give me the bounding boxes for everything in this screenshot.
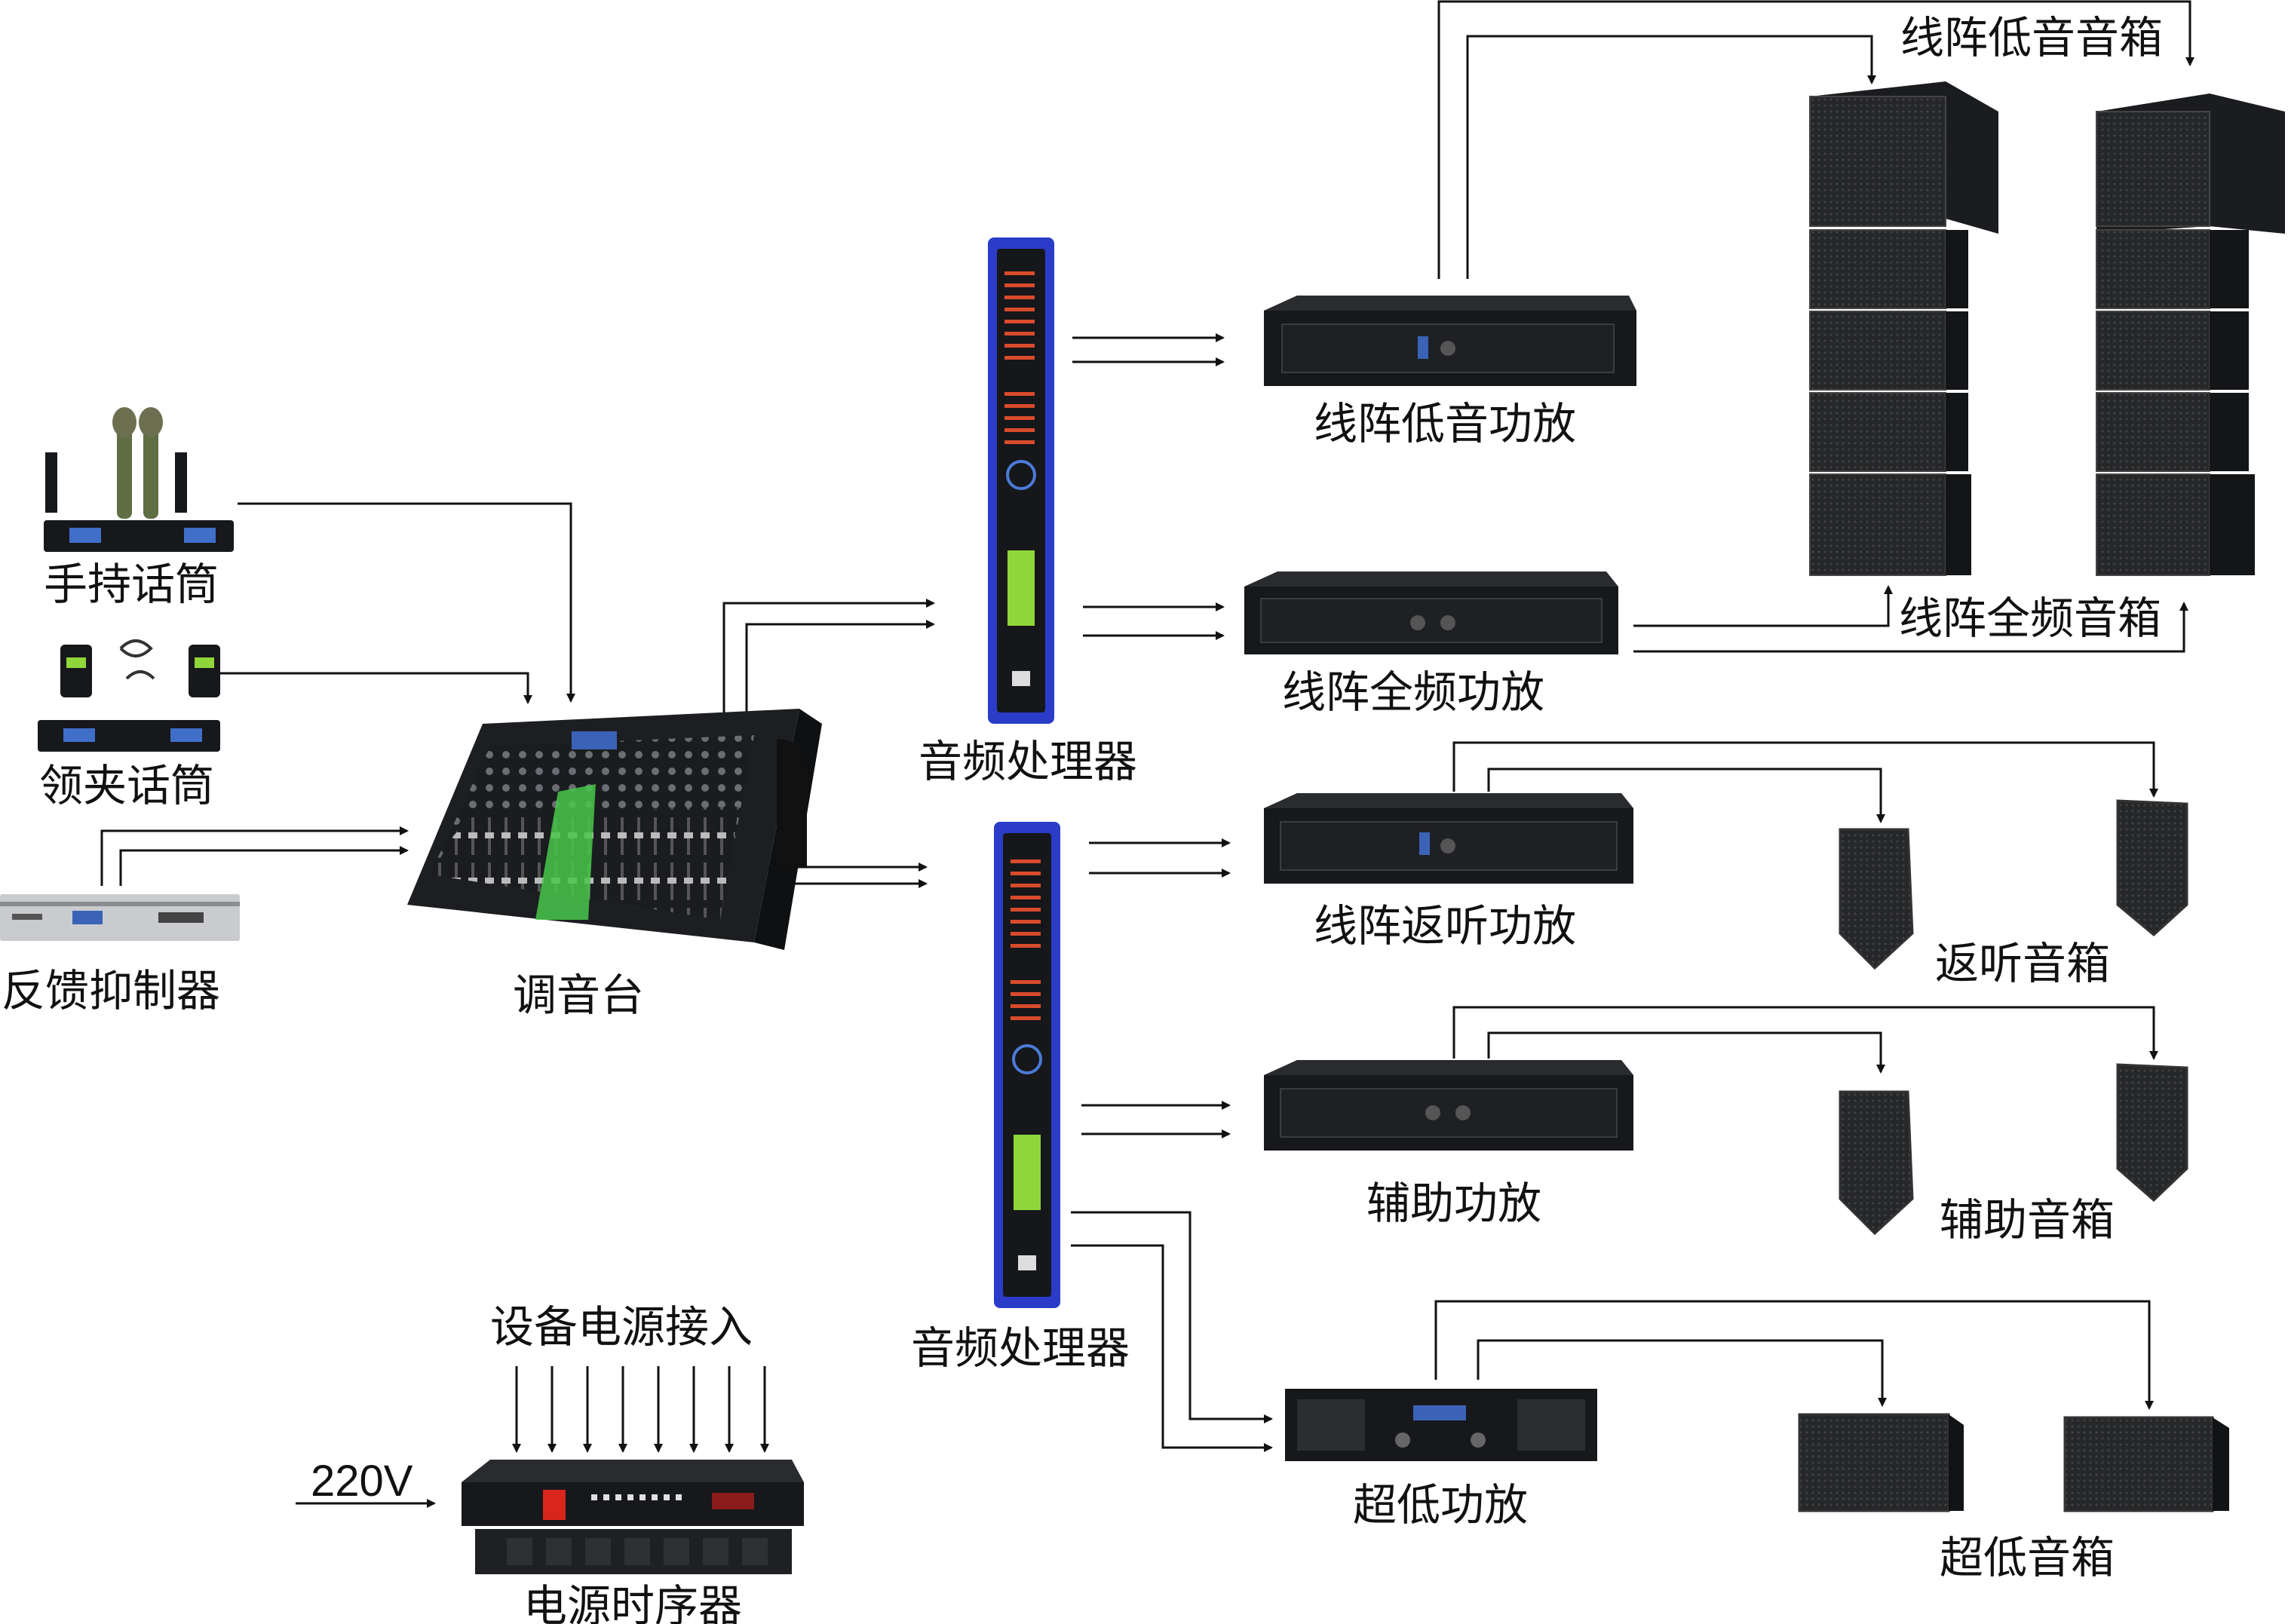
monitor-speaker-left bbox=[1839, 828, 1914, 970]
wire-monitor-amp-to-spk-left bbox=[1487, 768, 1885, 823]
feedback-suppressor-unit bbox=[0, 894, 240, 941]
signal-wires bbox=[100, 0, 2194, 1508]
label-power-sequencer: 电源时序器 bbox=[523, 1580, 742, 1624]
line-array-right bbox=[2096, 93, 2285, 576]
mixing-console bbox=[407, 709, 822, 950]
label-mixer: 调音台 bbox=[513, 970, 644, 1021]
wire-aux-amp-to-spk-right bbox=[1452, 1006, 2158, 1060]
amp-line-array-monitor bbox=[1264, 793, 1633, 884]
wire-proc-to-sub-amp-1 bbox=[1071, 1211, 1273, 1423]
power-input-arrows bbox=[512, 1366, 769, 1453]
power-sequencer-unit bbox=[462, 1460, 804, 1574]
wire-aux-amp-to-spk-left bbox=[1487, 1031, 1885, 1074]
label-processor-bottom: 音频处理器 bbox=[911, 1322, 1130, 1374]
wire-lapel-to-mixer bbox=[219, 672, 532, 704]
wire-full-amp-to-right-array bbox=[1633, 602, 2188, 653]
line-array-left bbox=[1809, 81, 1998, 576]
wire-bass-amp-to-left-array bbox=[1466, 35, 1876, 279]
subwoofer-right bbox=[2063, 1416, 2229, 1512]
label-spk-sub: 超低音箱 bbox=[1940, 1532, 2115, 1583]
wire-proc-to-sub-amp-2 bbox=[1071, 1244, 1273, 1452]
label-processor-top: 音频处理器 bbox=[919, 736, 1137, 787]
lapel-mic-receiver bbox=[38, 639, 220, 752]
label-spk-aux: 辅助音箱 bbox=[1940, 1194, 2115, 1246]
aux-speaker-left bbox=[1839, 1090, 1914, 1236]
audio-processor-top bbox=[988, 237, 1054, 724]
label-handheld-mic: 手持话筒 bbox=[44, 559, 219, 610]
label-feedback-suppressor: 反馈抑制器 bbox=[2, 965, 220, 1016]
handheld-mic-receiver bbox=[44, 407, 234, 552]
label-amp-sub: 超低功放 bbox=[1353, 1479, 1528, 1531]
wire-handheld-to-mixer bbox=[238, 502, 575, 703]
label-amp-line-full: 线阵全频功放 bbox=[1282, 666, 1544, 718]
amp-line-array-bass bbox=[1264, 296, 1636, 386]
label-spk-line-bass: 线阵低音音箱 bbox=[1900, 12, 2163, 63]
amp-subwoofer bbox=[1285, 1389, 1597, 1461]
label-amp-aux: 辅助功放 bbox=[1366, 1178, 1541, 1229]
subwoofer-left bbox=[1798, 1413, 1964, 1512]
wire-sub-amp-to-sub-right bbox=[1434, 1300, 2154, 1410]
wire-sub-amp-to-sub-left bbox=[1477, 1339, 1887, 1407]
monitor-speaker-right bbox=[2116, 799, 2188, 936]
label-lapel-mic: 领夹话筒 bbox=[39, 760, 214, 811]
wire-monitor-amp-to-spk-right bbox=[1452, 741, 2158, 798]
aux-speaker-right bbox=[2116, 1063, 2188, 1203]
wire-bass-amp-to-right-array bbox=[1437, 0, 2194, 279]
amp-line-array-full bbox=[1244, 571, 1618, 654]
wire-suppressor-to-mixer-1 bbox=[100, 826, 409, 886]
label-amp-line-bass: 线阵低音功放 bbox=[1314, 398, 1576, 449]
label-spk-line-full: 线阵全频音箱 bbox=[1899, 593, 2161, 644]
label-amp-monitor: 线阵返听功放 bbox=[1314, 900, 1576, 951]
label-mains-voltage: 220V bbox=[311, 1457, 413, 1506]
audio-processor-bottom bbox=[994, 822, 1060, 1308]
amp-aux bbox=[1264, 1060, 1633, 1151]
wire-full-amp-to-left-array bbox=[1633, 585, 1893, 627]
wire-mixer-to-proc-top-1 bbox=[722, 599, 935, 718]
label-spk-monitor: 返听音箱 bbox=[1935, 938, 2110, 989]
label-power-in: 设备电源接入 bbox=[490, 1301, 753, 1353]
wire-suppressor-to-mixer-2 bbox=[119, 846, 409, 886]
wire-mixer-to-proc-top-2 bbox=[745, 620, 935, 718]
